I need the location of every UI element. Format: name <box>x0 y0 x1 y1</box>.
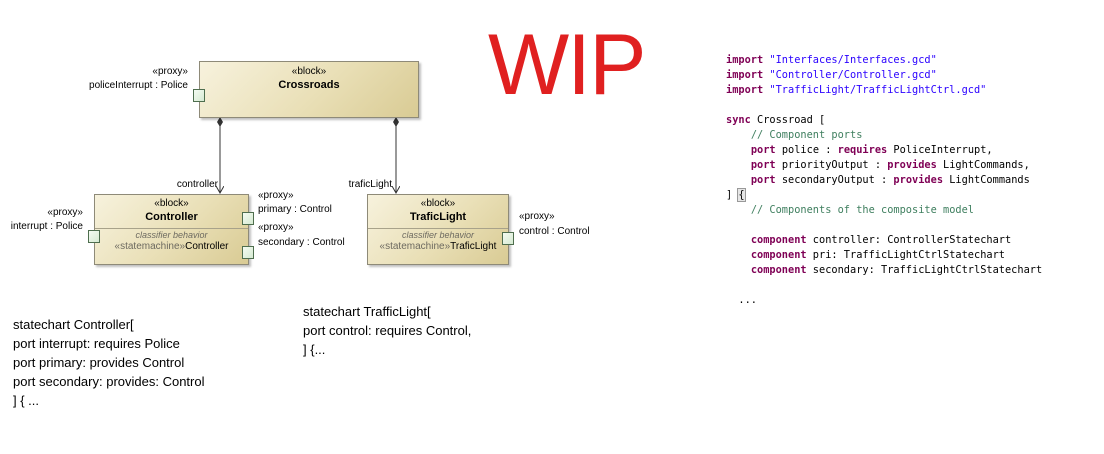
note-line: port secondary: provides: Control <box>13 374 205 389</box>
string: "TrafficLight/TrafficLightCtrl.gcd" <box>769 84 987 96</box>
keyword: import <box>726 84 764 96</box>
primary-port-stereotype: «proxy» <box>258 190 294 201</box>
secondary-port-stereotype: «proxy» <box>258 222 294 233</box>
code-text: police : <box>775 144 838 156</box>
keyword: requires <box>837 144 888 156</box>
primary-port-label: primary : Control <box>258 204 332 215</box>
code-line: import "Controller/Controller.gcd" <box>726 68 1042 83</box>
code-line: sync Crossroad [ <box>726 113 1042 128</box>
keyword: port <box>750 159 776 171</box>
keyword: import <box>726 54 764 66</box>
keyword: provides <box>893 174 944 186</box>
keyword: component <box>750 264 807 276</box>
keyword: port <box>750 174 776 186</box>
crossroads-port-stereotype: «proxy» <box>152 66 188 77</box>
note-line: statechart Controller[ <box>13 317 134 332</box>
traficlight-name: TraficLight <box>409 211 467 223</box>
code-text: Crossroad [ <box>750 114 826 126</box>
crossroads-name: Crossroads <box>278 79 340 91</box>
code-line: port priorityOutput : provides LightComm… <box>726 158 1042 173</box>
code-text: pri: TrafficLightCtrlStatechart <box>806 249 1005 261</box>
code-text: LightCommands, <box>936 159 1030 171</box>
crossroads-block[interactable]: «block» Crossroads <box>199 61 419 118</box>
code-blank-line <box>726 218 1042 233</box>
code-line: // Component ports <box>726 128 1042 143</box>
traficlight-divider <box>368 228 508 229</box>
note-line: port interrupt: requires Police <box>13 336 180 351</box>
statemachine-keyword: «statemachine» <box>114 241 186 252</box>
code-line: ] { <box>726 188 1042 203</box>
code-text: PoliceInterrupt, <box>887 144 993 156</box>
code-text: { <box>737 188 746 202</box>
note-line: port primary: provides Control <box>13 355 185 370</box>
code-line: component controller: ControllerStatecha… <box>726 233 1042 248</box>
string: "Controller/Controller.gcd" <box>769 69 937 81</box>
keyword: port <box>750 144 776 156</box>
traficlight-classifier-label: classifier behavior <box>401 230 475 240</box>
controller-primary-port[interactable] <box>242 212 254 225</box>
keyword: component <box>750 249 807 261</box>
trafficlight-statechart-note: statechart TrafficLight[ port control: r… <box>303 302 471 359</box>
interrupt-port-label: interrupt : Police <box>10 221 83 232</box>
code-text: ] <box>726 189 739 201</box>
secondary-port-label: secondary : Control <box>258 237 345 248</box>
keyword: component <box>750 234 807 246</box>
traficlight-stereotype: «block» <box>420 198 456 209</box>
keyword: import <box>726 69 764 81</box>
crossroads-stereotype: «block» <box>291 66 327 77</box>
traficlight-control-port[interactable] <box>502 232 514 245</box>
traficlight-role-label: traficLight <box>348 179 392 190</box>
keyword: sync <box>726 114 751 126</box>
code-line: port secondaryOutput : provides LightCom… <box>726 173 1042 188</box>
statemachine-name: TraficLight <box>450 241 497 252</box>
wip-label: WIP <box>488 17 646 113</box>
code-text: controller: ControllerStatechart <box>806 234 1012 246</box>
note-line: statechart TrafficLight[ <box>303 304 431 319</box>
composition-crossroads-traficlight <box>393 117 399 193</box>
code-line: component secondary: TrafficLightCtrlSta… <box>726 263 1042 278</box>
code-line: import "Interfaces/Interfaces.gcd" <box>726 53 1042 68</box>
controller-stereotype: «block» <box>154 198 189 209</box>
code-text: ... <box>738 294 758 306</box>
traficlight-statemachine: «statemachine»TraficLight <box>368 241 508 252</box>
controller-role-label: controller <box>176 179 218 190</box>
code-line: port police : requires PoliceInterrupt, <box>726 143 1042 158</box>
crossroads-police-port[interactable] <box>193 89 205 102</box>
controller-name: Controller <box>145 211 198 223</box>
control-port-stereotype: «proxy» <box>519 211 555 222</box>
code-text: LightCommands <box>943 174 1030 186</box>
controller-block[interactable]: «block» Controller classifier behavior «… <box>94 194 249 265</box>
controller-statechart-note: statechart Controller[ port interrupt: r… <box>13 315 204 410</box>
code-text: secondaryOutput : <box>775 174 894 186</box>
controller-secondary-port[interactable] <box>242 246 254 259</box>
controller-statemachine: «statemachine»Controller <box>95 241 248 252</box>
code-line: component pri: TrafficLightCtrlStatechar… <box>726 248 1042 263</box>
code-blank-line <box>726 98 1042 113</box>
controller-interrupt-port[interactable] <box>88 230 100 243</box>
note-line: ] { ... <box>13 393 40 408</box>
string: "Interfaces/Interfaces.gcd" <box>769 54 937 66</box>
code-text: priorityOutput : <box>775 159 888 171</box>
code-blank-line <box>726 278 1042 293</box>
statemachine-keyword: «statemachine» <box>379 241 451 252</box>
code-text: secondary: TrafficLightCtrlStatechart <box>806 264 1043 276</box>
control-port-label: control : Control <box>519 226 590 237</box>
interrupt-port-stereotype: «proxy» <box>47 207 83 218</box>
controller-divider <box>95 228 248 229</box>
code-line: // Components of the composite model <box>726 203 1042 218</box>
traficlight-block[interactable]: «block» TraficLight classifier behavior … <box>367 194 509 265</box>
crossroads-port-label: policeInterrupt : Police <box>89 80 188 91</box>
comment: // Component ports <box>750 129 863 141</box>
statemachine-name: Controller <box>185 241 229 252</box>
keyword: provides <box>887 159 937 171</box>
composition-crossroads-controller <box>217 117 223 193</box>
controller-classifier-label: classifier behavior <box>135 230 208 240</box>
note-line: ] {... <box>303 342 326 357</box>
code-listing: import "Interfaces/Interfaces.gcd"import… <box>726 53 1042 308</box>
code-line: ... <box>726 293 1042 308</box>
note-line: port control: requires Control, <box>303 323 472 338</box>
code-line: import "TrafficLight/TrafficLightCtrl.gc… <box>726 83 1042 98</box>
comment: // Components of the composite model <box>750 204 974 216</box>
